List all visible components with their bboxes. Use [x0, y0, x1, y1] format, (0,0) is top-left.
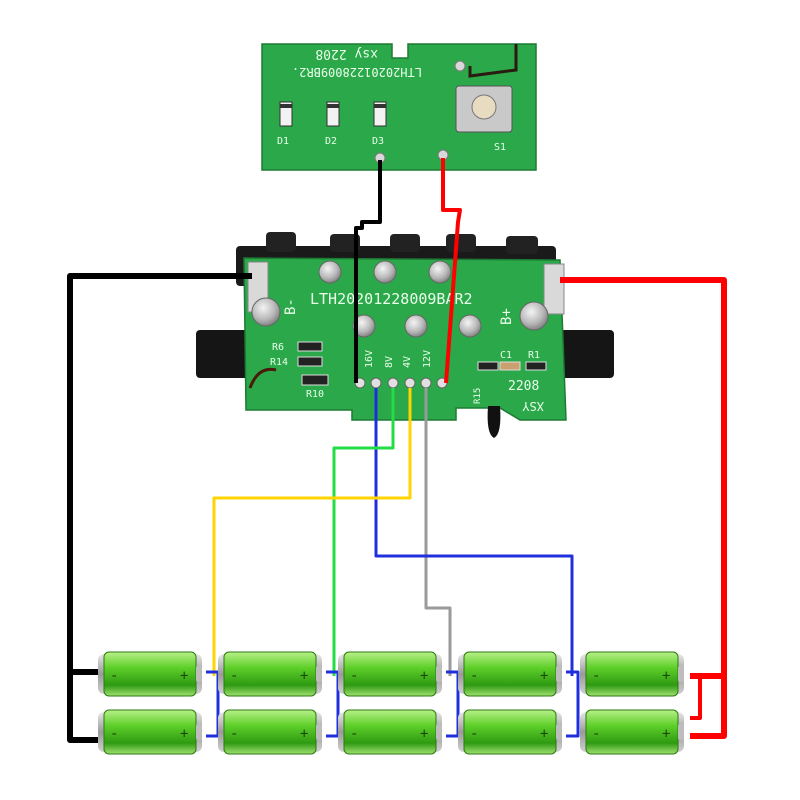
- svg-text:D1: D1: [277, 136, 289, 147]
- maker-mark: XSY: [522, 399, 544, 413]
- pin-label-12v: 12V: [422, 350, 433, 368]
- small-pcb-part-number: LTH20201228009BR2.: [292, 65, 422, 79]
- cell-plus-mark: +: [180, 668, 188, 684]
- small-pcb-pad-aux: [454, 60, 466, 72]
- cell-minus-mark: -: [350, 668, 358, 684]
- battery-cell: -+: [98, 709, 202, 755]
- svg-text:D2: D2: [325, 136, 337, 147]
- capacitor-c1: C1: [500, 350, 512, 361]
- small-pcb: xsy 2208 LTH20201228009BR2. D1 D2 D3 S1: [261, 43, 537, 171]
- main-pcb-part-number: LTH20201228009BAR2: [310, 290, 473, 308]
- b-plus-label: B+: [499, 308, 515, 325]
- battery-pack: -+-+-+-+-+-+-+-+-+-+: [98, 651, 684, 755]
- cell-minus-mark: -: [350, 726, 358, 742]
- cell-plus-mark: +: [300, 726, 308, 742]
- cell-plus-mark: +: [662, 668, 670, 684]
- cell-plus-mark: +: [420, 668, 428, 684]
- pin-label-8v: 8V: [384, 356, 395, 368]
- battery-cell: -+: [458, 651, 562, 697]
- main-connector: LTH20201228009BAR2 B- B+ R6 R14 R10 R15 …: [196, 232, 614, 438]
- resistor-r15: R15: [473, 388, 483, 404]
- resistor-r1: R1: [528, 350, 540, 361]
- battery-cell: -+: [218, 651, 322, 697]
- resistor-r6: R6: [272, 342, 284, 353]
- cell-minus-mark: -: [230, 726, 238, 742]
- battery-cell: -+: [338, 709, 442, 755]
- cell-minus-mark: -: [470, 668, 478, 684]
- battery-cell: -+: [580, 709, 684, 755]
- battery-cell: -+: [98, 651, 202, 697]
- cell-plus-mark: +: [420, 726, 428, 742]
- header-pins: [354, 377, 448, 389]
- pin-label-16v: 16V: [364, 350, 375, 368]
- cell-minus-mark: -: [592, 726, 600, 742]
- screw: [373, 260, 397, 284]
- cell-minus-mark: -: [230, 668, 238, 684]
- date-code: 2208: [508, 379, 539, 394]
- wire-red-positive: [560, 277, 727, 739]
- cell-minus-mark: -: [592, 668, 600, 684]
- pin-label-4v: 4V: [402, 356, 413, 368]
- cell-minus-mark: -: [110, 726, 118, 742]
- diode-d1: D1: [277, 101, 293, 147]
- wire-yellow-4v: [212, 388, 412, 676]
- screw: [318, 260, 342, 284]
- screw: [519, 301, 549, 331]
- cell-plus-mark: +: [540, 668, 548, 684]
- battery-cell: -+: [218, 709, 322, 755]
- wire-blue-16v: [374, 388, 574, 676]
- battery-cell: -+: [338, 651, 442, 697]
- wire-green-8v: [332, 388, 395, 676]
- wire-gray-12v: [424, 388, 452, 676]
- cell-minus-mark: -: [470, 726, 478, 742]
- battery-cell: -+: [580, 651, 684, 697]
- diode-d2: D2: [325, 101, 340, 147]
- resistor-r10: R10: [306, 389, 324, 400]
- small-pcb-code: xsy 2208: [315, 46, 378, 61]
- diode-d3: D3: [372, 101, 387, 147]
- wire-black-pcb-link: [354, 160, 382, 383]
- screw: [251, 297, 281, 327]
- cell-plus-mark: +: [662, 726, 670, 742]
- cell-plus-mark: +: [300, 668, 308, 684]
- cell-plus-mark: +: [540, 726, 548, 742]
- svg-text:D3: D3: [372, 136, 384, 147]
- screw: [404, 314, 428, 338]
- cell-plus-mark: +: [180, 726, 188, 742]
- series-links: [206, 670, 580, 738]
- screw: [458, 314, 482, 338]
- battery-cell: -+: [458, 709, 562, 755]
- wire-red-pcb-link: [441, 158, 462, 384]
- wire-black-negative: [67, 273, 252, 743]
- resistor-r14: R14: [270, 357, 288, 368]
- switch-s1: S1: [455, 85, 513, 153]
- screw: [428, 260, 452, 284]
- cell-minus-mark: -: [110, 668, 118, 684]
- screw: [352, 314, 376, 338]
- b-minus-label: B-: [283, 298, 299, 315]
- svg-text:S1: S1: [494, 142, 506, 153]
- wires: [67, 158, 727, 743]
